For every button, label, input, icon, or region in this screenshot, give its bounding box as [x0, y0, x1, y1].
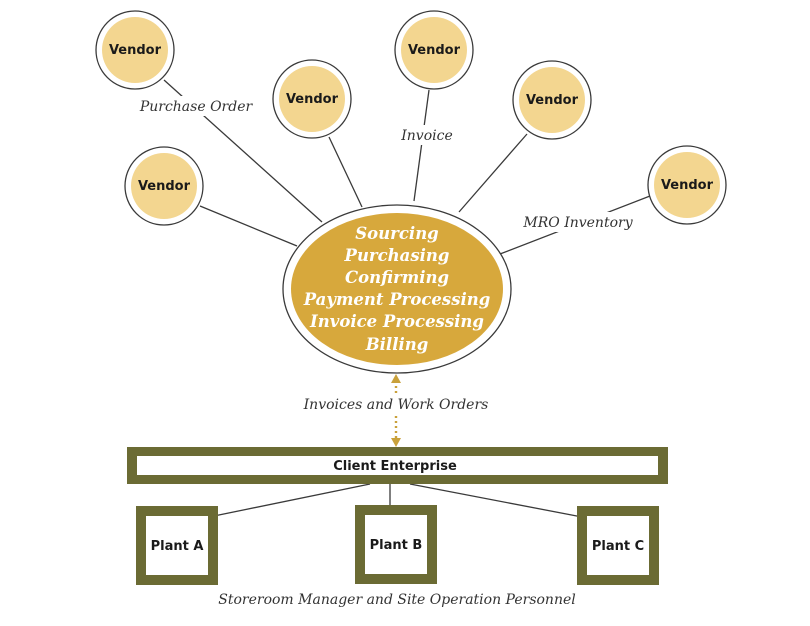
vendor-node-1: Vendor	[95, 10, 175, 90]
connector-vendor-5	[199, 205, 298, 247]
hub-line-confirming: Confirming	[345, 268, 449, 287]
hub-line-invoice-processing: Invoice Processing	[309, 312, 484, 331]
mro-inventory-label: MRO Inventory	[522, 215, 633, 231]
vendor-label: Vendor	[286, 92, 339, 107]
plant-b: Plant B	[355, 505, 437, 584]
connector-plant-a	[213, 483, 371, 517]
storeroom-caption: Storeroom Manager and Site Operation Per…	[218, 592, 575, 608]
process-hub: Sourcing Purchasing Confirming Payment P…	[282, 204, 512, 374]
invoice-label: Invoice	[400, 128, 453, 144]
hub-line-billing: Billing	[365, 335, 429, 354]
vendor-label: Vendor	[408, 43, 461, 58]
connector-vendor-4	[458, 133, 528, 213]
purchase-order-label: Purchase Order	[139, 99, 254, 115]
vendor-node-6: Vendor	[647, 145, 727, 225]
plant-c: Plant C	[577, 506, 659, 585]
client-enterprise-bar: Client Enterprise	[127, 447, 668, 484]
connector-vendor-2	[328, 136, 363, 208]
vendor-node-3: Vendor	[394, 10, 474, 90]
vendor-node-5: Vendor	[124, 146, 204, 226]
vendor-label: Vendor	[526, 93, 579, 108]
vendor-label: Vendor	[661, 178, 714, 193]
dotted-double-arrow	[391, 374, 401, 447]
vendor-node-2: Vendor	[272, 59, 352, 139]
vendor-label: Vendor	[109, 43, 162, 58]
plant-a: Plant A	[136, 506, 218, 585]
hub-line-purchasing: Purchasing	[344, 246, 450, 265]
plant-a-label: Plant A	[151, 539, 204, 554]
vendor-node-4: Vendor	[512, 60, 592, 140]
hub-line-payment-processing: Payment Processing	[303, 290, 491, 309]
connector-vendor-3	[413, 89, 430, 202]
plant-c-label: Plant C	[592, 539, 644, 554]
hub-line-sourcing: Sourcing	[355, 224, 438, 243]
plant-b-label: Plant B	[370, 538, 423, 553]
client-enterprise-label: Client Enterprise	[333, 459, 457, 474]
vendor-label: Vendor	[138, 179, 191, 194]
connector-plant-c	[409, 483, 583, 518]
connector-labels: Purchase Order Invoice MRO Inventory Inv…	[139, 96, 634, 414]
invoices-work-orders-label: Invoices and Work Orders	[303, 397, 489, 413]
